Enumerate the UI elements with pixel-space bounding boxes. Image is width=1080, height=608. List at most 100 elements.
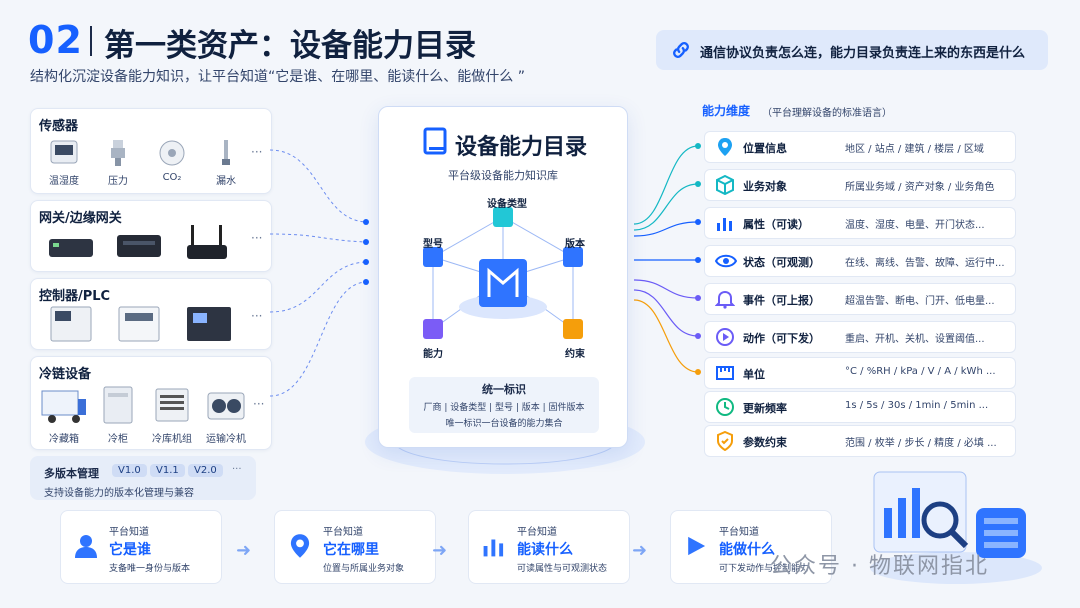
router-device-icon: [187, 225, 227, 259]
more-indicator: ···: [253, 397, 265, 411]
node-version: [563, 247, 583, 267]
card-subtitle: 可读属性与可观测状态: [517, 564, 608, 574]
device-thermo-hygrometer: 温湿度: [37, 139, 91, 187]
dimension-row-business: 业务对象 所属业务域 / 资产对象 / 业务角色: [704, 169, 1016, 201]
arrow-right-icon: ➜: [432, 540, 448, 561]
label-constraint: 约束: [565, 349, 585, 360]
industrial-plc-icon: [187, 307, 231, 341]
device-transport-refrigerator: 运输冷机: [199, 385, 253, 445]
device-co2: CO₂: [145, 139, 199, 183]
card-title: 它在哪里: [323, 542, 379, 558]
label-device-type: 设备类型: [487, 199, 527, 210]
category-card-gateways: 网关/边缘网关 ···: [30, 200, 272, 272]
version-tag: V2.0: [188, 464, 223, 477]
shield-check-icon: [717, 431, 733, 451]
dimension-name: 业务对象: [743, 180, 787, 193]
card-title: 它是谁: [109, 542, 151, 558]
device-label: 漏水: [216, 176, 236, 187]
catalog-subtitle: 平台级设备能力知识库: [448, 169, 558, 182]
node-model: [423, 247, 443, 267]
label-model: 型号: [423, 239, 443, 250]
version-more: ···: [232, 464, 242, 475]
left-connectors: [270, 149, 369, 397]
unified-id-title: 统一标识: [482, 383, 526, 396]
gateway-device-icon: [49, 239, 93, 257]
arrow-right-icon: ➜: [632, 540, 648, 561]
dimension-name: 属性（可读）: [743, 218, 809, 231]
catalog-panel: 设备能力目录 平台级设备能力知识库 设备类型 型号 版本 能力 约束 统一标识 …: [378, 106, 628, 448]
play-icon: [688, 536, 706, 556]
card-kicker: 平台知道: [517, 527, 557, 538]
page-subtitle: 结构化沉淀设备能力知识，让平台知道“它是谁、在哪里、能读什么、能做什么 ”: [30, 69, 525, 85]
device-label: 冷库机组: [152, 434, 192, 445]
device-label: 压力: [108, 176, 128, 187]
dimension-row-property: 属性（可读） 温度、湿度、电量、开门状态...: [704, 207, 1016, 239]
dimension-value: 超温告警、断电、门开、低电量...: [845, 296, 995, 307]
bottom-card-read: 平台知道 能读什么 可读属性与可观测状态: [468, 510, 630, 584]
more-indicator: ···: [251, 309, 263, 323]
more-indicator: ···: [251, 145, 263, 159]
dimension-row-state: 状态（可观测） 在线、离线、告警、故障、运行中...: [704, 245, 1016, 277]
card-subtitle: 支备唯一身份与版本: [109, 564, 191, 574]
play-icon: [716, 328, 734, 346]
dimension-row-frequency: 更新频率 1s / 5s / 30s / 1min / 5min ...: [704, 391, 1016, 423]
dimension-value: 在线、离线、告警、故障、运行中...: [845, 258, 1005, 269]
dimension-name: 事件（可上报）: [743, 294, 820, 307]
section-number: 02: [28, 18, 83, 62]
dimension-name: 位置信息: [743, 142, 787, 155]
device-label: 冷藏箱: [49, 434, 79, 445]
device-leak: 漏水: [199, 139, 253, 187]
plc-device-icon: [50, 306, 92, 342]
callout-text: 通信协议负责怎么连，能力目录负责连上来的东西是什么: [700, 46, 1026, 61]
label-version: 版本: [565, 239, 585, 250]
card-kicker: 平台知道: [323, 527, 363, 538]
category-title: 传感器: [39, 119, 79, 134]
data-dashboard-illustration: [870, 471, 1042, 584]
dimension-value: 1s / 5s / 30s / 1min / 5min ...: [845, 400, 989, 411]
bar-chart-icon: [717, 218, 732, 231]
node-device-type: [493, 207, 513, 227]
location-icon: [290, 534, 310, 558]
leak-sensor-icon: [222, 140, 230, 165]
node-capability: [423, 319, 443, 339]
more-indicator: ···: [251, 231, 263, 245]
bottom-card-where: 平台知道 它在哪里 位置与所属业务对象: [274, 510, 436, 584]
dimension-name: 单位: [743, 368, 765, 381]
dimension-value: 所属业务域 / 资产对象 / 业务角色: [845, 182, 995, 193]
device-label: 冷柜: [108, 434, 128, 445]
book-icon: [423, 127, 447, 155]
person-icon: [75, 535, 97, 558]
version-tag: V1.0: [112, 464, 147, 477]
transport-refrigerator-icon: [207, 392, 245, 420]
version-subtitle: 支持设备能力的版本化管理与兼容: [44, 488, 194, 499]
card-kicker: 平台知道: [719, 527, 759, 538]
freezer-icon: [103, 386, 133, 424]
card-kicker: 平台知道: [109, 527, 149, 538]
link-icon: [673, 42, 689, 58]
dimension-value: °C / %RH / kPa / V / A / kWh ...: [845, 366, 996, 377]
device-label: CO₂: [162, 172, 182, 183]
category-title: 控制器/PLC: [39, 289, 111, 304]
eye-icon: [715, 254, 737, 268]
watermark: 公众号 · 物联网指北: [770, 554, 989, 579]
device-freezer: 冷柜: [91, 385, 145, 445]
card-subtitle: 位置与所属业务对象: [323, 564, 405, 574]
dimensions-note: （平台理解设备的标准语言）: [762, 108, 892, 119]
bar-chart-icon: [483, 539, 504, 557]
dimensions-title: 能力维度: [702, 104, 751, 118]
ruler-icon: [716, 366, 734, 380]
page-title: 第一类资产：设备能力目录: [104, 28, 476, 64]
category-card-coldchain: 冷链设备 冷藏箱 冷柜 冷库机组 运输冷机 ···: [30, 356, 272, 450]
callout-box: 通信协议负责怎么连，能力目录负责连上来的东西是什么: [656, 30, 1048, 70]
dimension-row-unit: 单位 °C / %RH / kPa / V / A / kWh ...: [704, 357, 1016, 389]
dimension-row-location: 位置信息 地区 / 站点 / 建筑 / 楼层 / 区域: [704, 131, 1016, 163]
unified-id-desc: 唯一标识一台设备的能力集合: [445, 419, 563, 429]
card-subtitle: 可下发动作与控制能力: [719, 564, 810, 574]
dimension-value: 温度、湿度、电量、开门状态...: [845, 220, 985, 231]
dimension-name: 动作（可下发）: [743, 332, 820, 345]
arrow-right-icon: ➜: [236, 540, 252, 561]
dimension-row-action: 动作（可下发） 重启、开机、关机、设置阈值...: [704, 321, 1016, 353]
category-card-sensors: 传感器 温湿度 压力 CO₂ 漏水 ···: [30, 108, 272, 194]
unified-id-fields: 厂商 | 设备类型 | 型号 | 版本 | 固件版本: [423, 403, 585, 413]
bottom-card-who: 平台知道 它是谁 支备唯一身份与版本: [60, 510, 222, 584]
